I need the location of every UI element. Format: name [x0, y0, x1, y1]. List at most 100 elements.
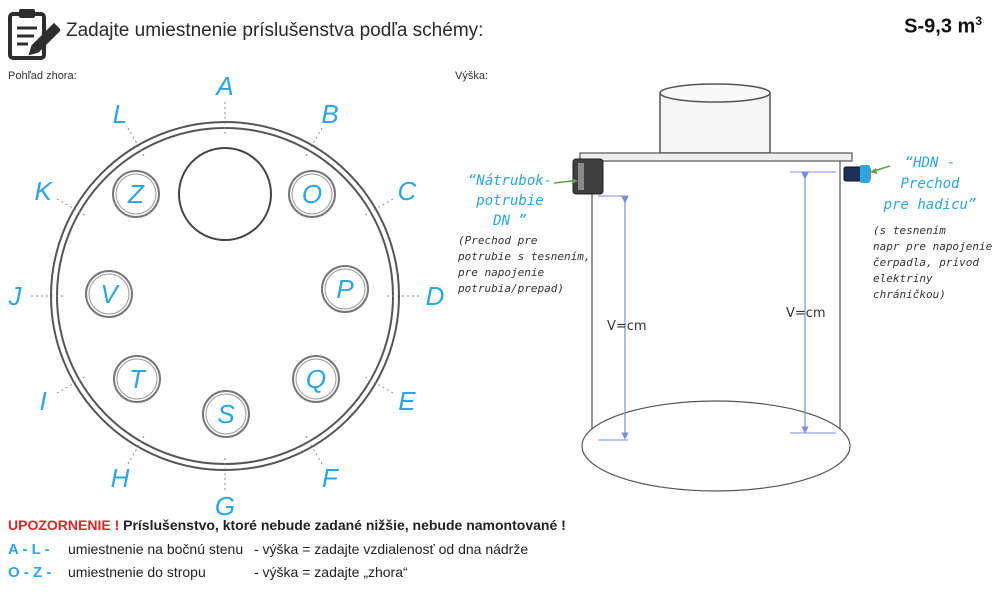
roof-opening-outer	[321, 265, 369, 313]
wall-position-l[interactable]: L	[113, 99, 127, 129]
roof-position-label: Q	[306, 364, 326, 394]
right-callout-arrow	[873, 165, 891, 172]
roof-opening-inner	[291, 173, 333, 215]
wall-tick-h	[126, 436, 145, 466]
roof-opening-outer	[113, 355, 161, 403]
left-name-line: “Nátrubok-	[468, 173, 552, 189]
left-callout-arrow-head	[572, 178, 578, 184]
side-view: V=cm V=cm “Nátrubok-potrubie DN ” (Precho…	[457, 83, 993, 492]
roof-position-label: O	[302, 179, 322, 209]
right-desc-line: čerpadla, prívod	[873, 256, 979, 269]
right-name-line: “HDN -	[905, 155, 956, 171]
tank-model-unit-exponent: 3	[975, 14, 982, 28]
hose-adapter-name: “HDN - Prechod pre hadicu”	[883, 155, 977, 213]
roof-height-text: - výška = zadajte „zhora“	[254, 564, 408, 580]
roof-placement-text: umiestnenie do stropu	[68, 564, 206, 580]
wall-position-k[interactable]: K	[34, 176, 53, 206]
roof-position-label: V	[100, 279, 120, 309]
pipe-stub-name: “Nátrubok-potrubie DN ”	[468, 173, 552, 229]
right-name-line: Prechod	[900, 176, 960, 192]
roof-position-label: Z	[127, 179, 145, 209]
wall-position-a[interactable]: A	[214, 71, 233, 101]
tank-model-value: S-9,3 m	[904, 15, 976, 38]
right-desc-line: elektriny	[873, 272, 933, 285]
roof-opening-inner	[295, 358, 337, 400]
left-height-label: V=cm	[607, 319, 647, 334]
roof-position-label: T	[129, 364, 147, 394]
left-desc-line: (Prechod pre	[458, 234, 538, 247]
right-desc-line: chráničkou)	[873, 288, 946, 301]
wall-position-f[interactable]: F	[322, 463, 340, 493]
roof-position-s[interactable]: S	[202, 390, 250, 438]
roof-opening-inner	[115, 173, 157, 215]
hose-adapter-description: (s tesnením napr pre napojenie čerpadla, p…	[873, 224, 993, 301]
wall-tick-b	[305, 126, 324, 156]
hose-adapter-end	[860, 165, 870, 183]
roof-position-p[interactable]: P	[321, 265, 369, 313]
wall-position-d[interactable]: D	[426, 281, 445, 311]
roof-position-label: S	[217, 399, 235, 429]
roof-position-label: P	[336, 274, 354, 304]
roof-code: O - Z -	[8, 564, 52, 581]
top-view-label: Pohľad zhora:	[8, 70, 77, 82]
roof-position-o[interactable]: O	[288, 170, 336, 218]
wall-position-c[interactable]: C	[397, 176, 416, 206]
left-name-line: DN ”	[492, 213, 527, 229]
wall-tick-l	[126, 126, 145, 156]
pipe-stub-rim	[578, 163, 584, 190]
left-name-line: potrubie	[475, 193, 543, 209]
roof-opening-inner	[116, 358, 158, 400]
clipboard-pencil-icon	[8, 9, 60, 60]
roof-opening-outer	[85, 270, 133, 318]
tank-model: S-9,3 m3	[904, 14, 982, 39]
wall-code: A - L -	[8, 541, 50, 558]
wall-placement-text: umiestnenie na bočnú stenu	[68, 541, 244, 557]
roof-opening-outer	[288, 170, 336, 218]
roof-position-t[interactable]: T	[113, 355, 161, 403]
page-title: Zadajte umiestnenie príslušenstva podľa …	[66, 20, 484, 41]
top-view: A B C D E F G H I J K L O P Q S T V Z	[8, 71, 445, 521]
roof-position-z[interactable]: Z	[112, 170, 160, 218]
roof-opening-outer	[202, 390, 250, 438]
wall-position-j[interactable]: J	[8, 281, 23, 311]
wall-tick-i	[55, 376, 85, 395]
warning-line: UPOZORNENIE ! Príslušenstvo, ktoré nebud…	[8, 517, 566, 533]
left-desc-line: potrubie s tesnením,	[457, 250, 590, 263]
roof-opening-inner	[324, 268, 366, 310]
warning-label: UPOZORNENIE !	[8, 517, 120, 533]
tank-bottom	[581, 400, 851, 492]
left-desc-line: pre napojenie	[457, 266, 544, 279]
wall-position-b[interactable]: B	[321, 99, 338, 129]
right-name-line: pre hadicu”	[883, 197, 977, 213]
left-desc-line: potrubia/prepad)	[457, 282, 564, 295]
pipe-stub-fitting-icon	[572, 158, 604, 195]
roof-position-q[interactable]: Q	[292, 355, 340, 403]
side-view-label: Výška:	[455, 70, 489, 82]
wall-position-h[interactable]: H	[111, 463, 130, 493]
roof-opening-outer	[292, 355, 340, 403]
wall-tick-e	[365, 376, 395, 395]
wall-position-e[interactable]: E	[398, 386, 416, 416]
legend-roof-positions: O - Z - umiestnenie do stropu - výška = za…	[8, 564, 408, 581]
manhole-neck	[659, 92, 771, 154]
right-height-label: V=cm	[786, 306, 826, 321]
tank-lid	[579, 152, 853, 162]
warning-text: Príslušenstvo, ktoré nebude zadané nižši…	[123, 517, 566, 533]
left-callout-arrow	[553, 180, 573, 184]
legend-wall-positions: A - L - umiestnenie na bočnú stenu - výška…	[8, 541, 528, 558]
roof-opening-outer	[112, 170, 160, 218]
wall-tick-k	[55, 197, 85, 216]
right-callout-arrow-head	[870, 168, 877, 174]
pipe-stub-description: (Prechod pre potrubie s tesnením, pre napo…	[457, 234, 590, 295]
right-desc-line: napr pre napojenie	[873, 240, 993, 253]
wall-tick-c	[365, 197, 395, 216]
wall-position-i[interactable]: I	[40, 386, 47, 416]
wall-height-text: - výška = zadajte vzdialenosť od dna nád…	[254, 541, 529, 557]
right-desc-line: (s tesnením	[873, 224, 946, 237]
roof-opening-inner	[88, 273, 130, 315]
manhole-neck-top	[659, 83, 771, 103]
roof-position-v[interactable]: V	[85, 270, 133, 318]
manhole-opening	[178, 147, 272, 241]
wall-position-g[interactable]: G	[215, 491, 235, 521]
